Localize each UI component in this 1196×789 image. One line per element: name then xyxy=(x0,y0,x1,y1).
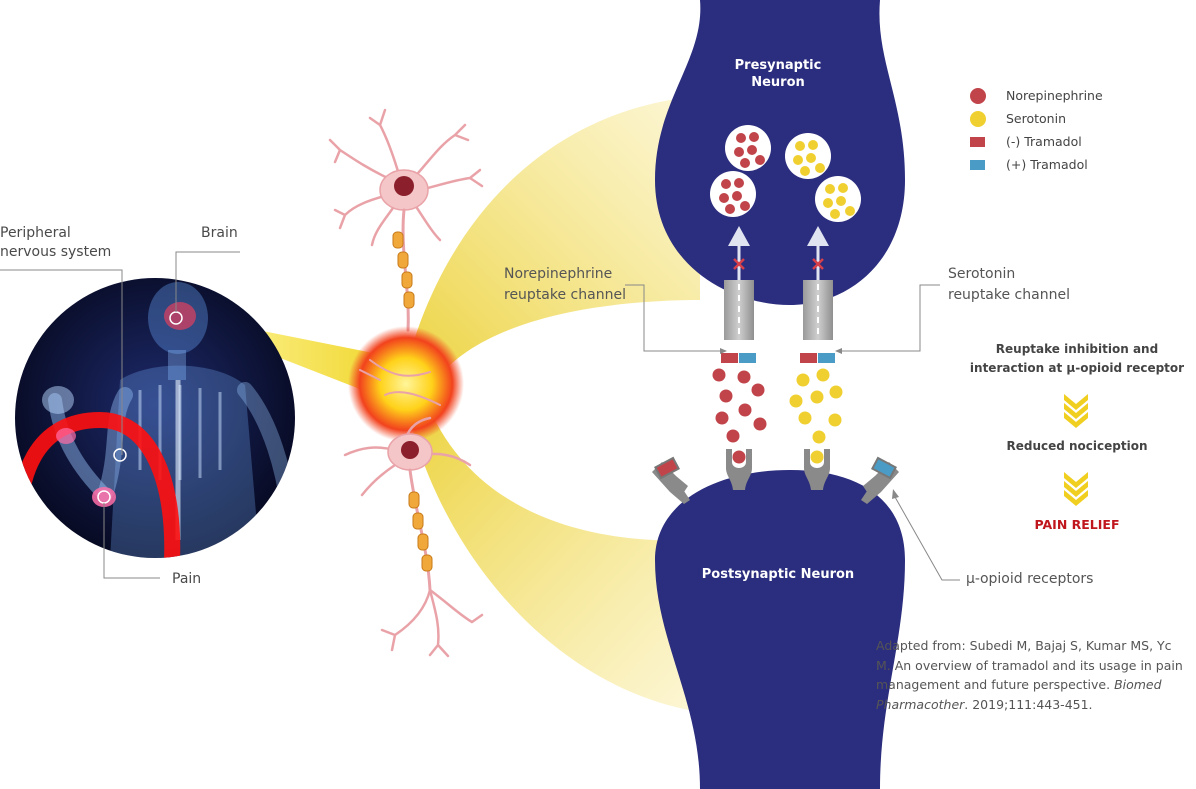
postsynaptic-receptors xyxy=(726,449,830,490)
step-reuptake-inhibition: Reuptake inhibition and interaction at μ… xyxy=(960,340,1194,378)
down-chevron-icon-1 xyxy=(1064,394,1088,428)
mu-opioid-receptor-left xyxy=(652,456,690,504)
plus-tramadol-swatch xyxy=(970,160,985,170)
legend-item-minus-tramadol: (-) Tramadol xyxy=(970,130,1103,153)
ne-channel-label-line2: reuptake channel xyxy=(504,287,626,303)
norepinephrine-swatch xyxy=(970,87,986,104)
serotonin-molecules xyxy=(789,368,843,464)
step-pain-relief: PAIN RELIEF xyxy=(1034,517,1120,532)
legend-item-norepinephrine: Norepinephrine xyxy=(970,84,1103,107)
citation: Adapted from: Subedi M, Bajaj S, Kumar M… xyxy=(876,636,1186,714)
norepinephrine-molecules xyxy=(712,368,767,464)
serotonin-swatch xyxy=(970,110,986,127)
step1-line2: interaction at μ-opioid receptor xyxy=(969,361,1185,375)
presynaptic-neuron xyxy=(655,0,905,305)
sero-channel-label-line1: Serotonin xyxy=(948,266,1016,282)
vesicles xyxy=(710,125,861,222)
postsynaptic-neuron xyxy=(655,470,905,789)
peripheral-label-line1: Peripheral xyxy=(0,225,71,241)
legend-label: Serotonin xyxy=(1006,111,1067,126)
mu-receptors-label: μ-opioid receptors xyxy=(966,571,1094,587)
postsynaptic-title: Postsynaptic Neuron xyxy=(701,567,855,582)
pain-label: Pain xyxy=(172,571,202,587)
leader-pain xyxy=(103,503,160,579)
serotonin-reuptake-channel xyxy=(803,226,833,340)
presynaptic-title-line2: Neuron xyxy=(751,75,805,90)
legend-label: (+) Tramadol xyxy=(1006,157,1088,172)
ne-channel-label-line1: Norepinephrine xyxy=(504,266,613,282)
citation-journal: Biomed Pharmacother xyxy=(876,677,1162,712)
norepinephrine-reuptake-channel xyxy=(724,226,754,340)
peripheral-label-line2: nervous system xyxy=(0,244,112,260)
legend-item-serotonin: Serotonin xyxy=(970,107,1103,130)
citation-text2: . 2019;111:443-451. xyxy=(964,696,1093,712)
leader-sero-channel xyxy=(842,284,940,352)
beam-bottom xyxy=(405,400,700,712)
brain-label: Brain xyxy=(201,225,238,241)
legend: Norepinephrine Serotonin (-) Tramadol (+… xyxy=(970,84,1103,176)
leader-brain xyxy=(175,251,240,312)
presynaptic-title-line1: Presynaptic xyxy=(734,58,822,73)
tramadol-on-channels xyxy=(721,353,835,363)
mu-opioid-receptor-right xyxy=(861,456,899,504)
citation-text1: Adapted from: Subedi M, Bajaj S, Kumar M… xyxy=(876,638,1183,692)
legend-label: (-) Tramadol xyxy=(1006,134,1082,149)
human-body-circle xyxy=(15,278,295,558)
presynaptic-title: Presynaptic Neuron xyxy=(716,57,840,91)
down-chevron-icon-2 xyxy=(1064,472,1088,506)
step-reduced-nociception: Reduced nociception xyxy=(1006,439,1148,453)
minus-tramadol-swatch xyxy=(970,137,985,147)
beam-top xyxy=(405,96,700,390)
leader-ne-channel xyxy=(625,284,720,352)
leader-peripheral xyxy=(0,269,123,455)
leader-mu-receptors xyxy=(894,496,960,581)
legend-label: Norepinephrine xyxy=(1006,88,1103,103)
nerve-cell xyxy=(328,108,484,658)
sero-channel-label-line2: reuptake channel xyxy=(948,287,1070,303)
legend-item-plus-tramadol: (+) Tramadol xyxy=(970,153,1103,176)
step1-line1: Reuptake inhibition and xyxy=(995,342,1159,356)
